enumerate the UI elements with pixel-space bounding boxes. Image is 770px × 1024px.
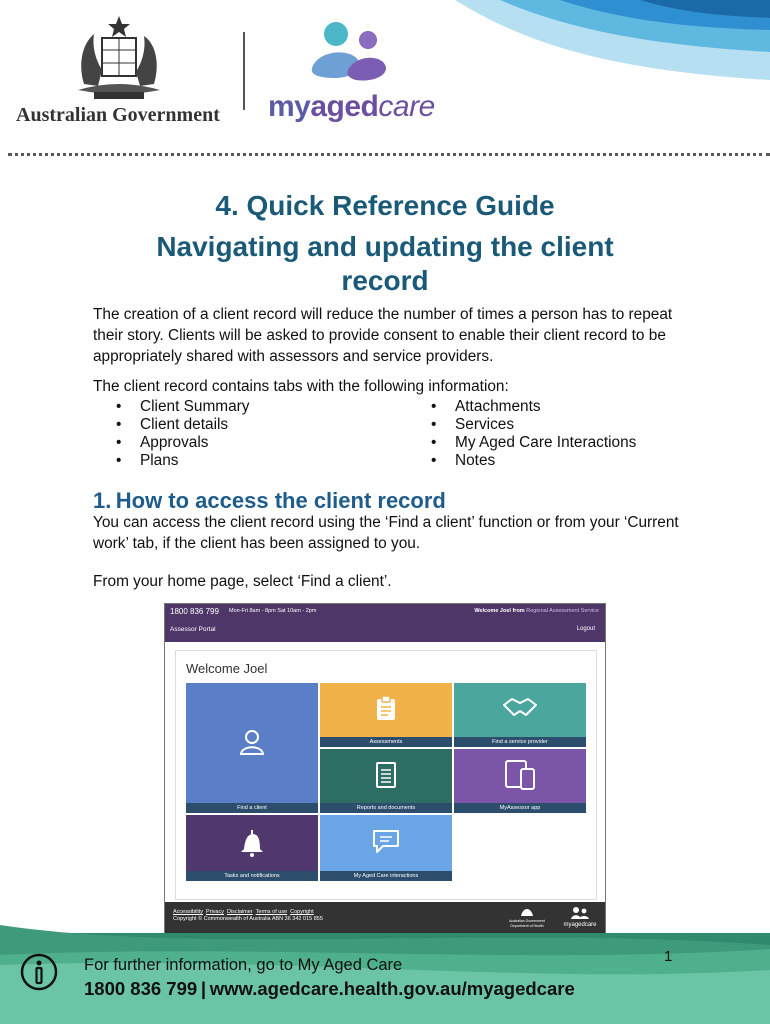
my-aged-care-people-icon bbox=[571, 907, 589, 919]
portal-mac-logo: myagedcare bbox=[558, 906, 602, 928]
tabs-list-left: Client Summary Client details Approvals … bbox=[116, 398, 249, 470]
logo-divider bbox=[243, 32, 245, 110]
tile-label: My Aged Care interactions bbox=[320, 871, 452, 881]
tile-myassessor-app[interactable]: MyAssessor app bbox=[454, 749, 586, 813]
info-icon bbox=[20, 953, 58, 991]
portal-screenshot: 1800 836 799 Mon-Fri 8am - 8pm Sat 10am … bbox=[164, 603, 606, 935]
portal-header: 1800 836 799 Mon-Fri 8am - 8pm Sat 10am … bbox=[165, 604, 605, 642]
intro-paragraph: The creation of a client record will red… bbox=[93, 306, 673, 365]
tile-label: Tasks and notifications bbox=[186, 871, 318, 881]
tile-label: Find a client bbox=[186, 803, 318, 813]
tile-label: Find a service provider bbox=[454, 737, 586, 747]
section-heading: 1. How to access the client record bbox=[93, 488, 446, 513]
portal-copyright: Copyright © Commonwealth of Australia AB… bbox=[173, 916, 323, 922]
coat-of-arms-icon bbox=[78, 16, 160, 99]
logout-link[interactable]: Logout bbox=[576, 626, 595, 632]
tile-label: Reports and documents bbox=[320, 803, 452, 813]
tile-label: MyAssessor app bbox=[454, 803, 586, 813]
government-name: Australian Government bbox=[16, 104, 220, 126]
header-wave-decoration bbox=[455, 0, 770, 80]
clipboard-icon bbox=[377, 695, 395, 720]
coat-of-arms-icon bbox=[521, 909, 533, 916]
list-item: Attachments bbox=[431, 398, 636, 416]
disclaimer-link[interactable]: Disclaimer bbox=[226, 909, 253, 915]
portal-welcome-banner: Welcome Joel from Regional Assessment Se… bbox=[474, 608, 599, 614]
section-paragraph: You can access the client record using t… bbox=[93, 514, 679, 552]
tabs-intro: The client record contains tabs with the… bbox=[93, 378, 509, 395]
list-item: My Aged Care Interactions bbox=[431, 434, 636, 452]
tile-my-aged-care-interactions[interactable]: My Aged Care interactions bbox=[320, 815, 452, 881]
section-instruction: From your home page, select ‘Find a clie… bbox=[93, 573, 392, 590]
page-title: 4. Quick Reference Guide bbox=[215, 190, 555, 221]
my-aged-care-wordmark: myagedcare bbox=[268, 90, 435, 123]
list-item: Client Summary bbox=[116, 398, 249, 416]
tile-find-service-provider[interactable]: Find a service provider bbox=[454, 683, 586, 747]
page-subtitle: Navigating and updating the client recor… bbox=[156, 231, 614, 296]
terms-link[interactable]: Terms of use bbox=[255, 909, 288, 915]
footer-contact: 1800 836 799 | www.agedcare.health.gov.a… bbox=[84, 978, 575, 999]
list-item: Client details bbox=[116, 416, 249, 434]
portal-name: Assessor Portal bbox=[170, 626, 216, 633]
footer-band bbox=[0, 925, 770, 1024]
list-item: Notes bbox=[431, 452, 636, 470]
portal-home-panel: Welcome Joel Find a client Assessments bbox=[175, 650, 597, 900]
portal-phone: 1800 836 799 bbox=[170, 607, 219, 616]
my-aged-care-logo: myagedcare bbox=[268, 20, 438, 130]
document-icon bbox=[376, 762, 396, 788]
copyright-link[interactable]: Copyright bbox=[290, 909, 314, 915]
devices-icon bbox=[505, 760, 535, 790]
list-item: Approvals bbox=[116, 434, 249, 452]
footer-info-text: For further information, go to My Aged C… bbox=[84, 956, 403, 974]
page-number: 1 bbox=[664, 948, 673, 965]
bell-icon bbox=[241, 830, 263, 857]
portal-hours: Mon-Fri 8am - 8pm Sat 10am - 2pm bbox=[229, 608, 317, 614]
person-icon bbox=[239, 730, 265, 755]
accessibility-link[interactable]: Accessibility bbox=[173, 909, 203, 915]
dotted-separator bbox=[8, 153, 770, 156]
list-item: Services bbox=[431, 416, 636, 434]
my-aged-care-people-icon bbox=[311, 22, 386, 81]
portal-gov-logo: Australian Government Department of Heal… bbox=[507, 908, 547, 929]
portal-greeting: Welcome Joel bbox=[186, 661, 268, 676]
chat-icon bbox=[373, 830, 399, 853]
handshake-icon bbox=[503, 698, 537, 716]
tile-find-client[interactable]: Find a client bbox=[186, 683, 318, 813]
tile-assessments[interactable]: Assessments bbox=[320, 683, 452, 747]
tile-tasks-notifications[interactable]: Tasks and notifications bbox=[186, 815, 318, 881]
tabs-list-right: Attachments Services My Aged Care Intera… bbox=[431, 398, 636, 470]
australian-government-logo: Australian Government bbox=[12, 14, 222, 126]
tile-reports-documents[interactable]: Reports and documents bbox=[320, 749, 452, 813]
privacy-link[interactable]: Privacy bbox=[205, 909, 224, 915]
tile-label: Assessments bbox=[320, 737, 452, 747]
list-item: Plans bbox=[116, 452, 249, 470]
